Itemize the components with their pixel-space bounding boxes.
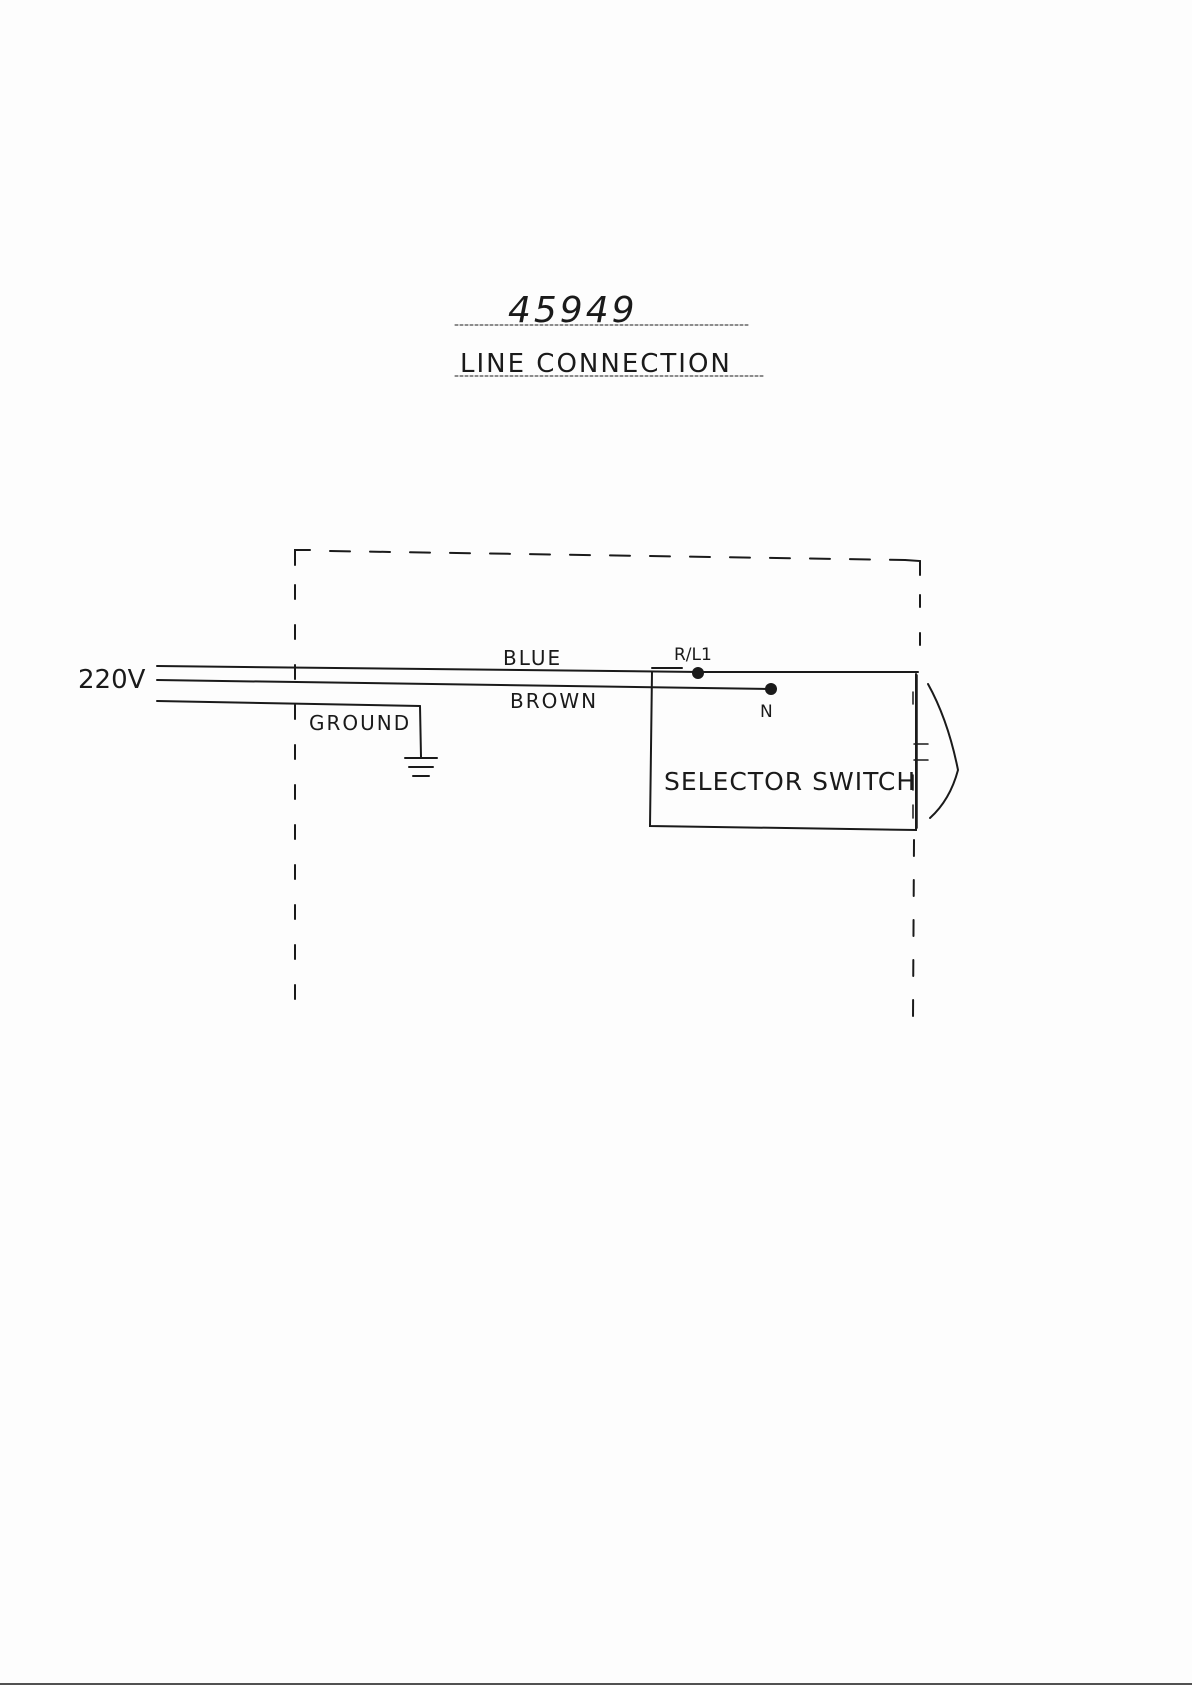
ground-symbol-icon [405,758,437,776]
drawing-title: LINE CONNECTION [460,349,732,379]
terminal-n-label: N [760,702,773,722]
brown-wire [157,680,770,689]
selector-switch-label: SELECTOR SWITCH [664,767,916,796]
ground-wire-label: GROUND [309,711,411,735]
selector-switch [650,668,928,830]
supply-voltage-label: 220V [78,665,146,695]
terminal-n-dot [765,683,777,695]
terminal-rl1-label: R/L1 [674,645,712,665]
terminal-rl1-dot [692,667,704,679]
brown-wire-label: BROWN [510,689,598,713]
blue-wire-label: BLUE [503,646,562,670]
switch-knob-icon [928,684,958,818]
